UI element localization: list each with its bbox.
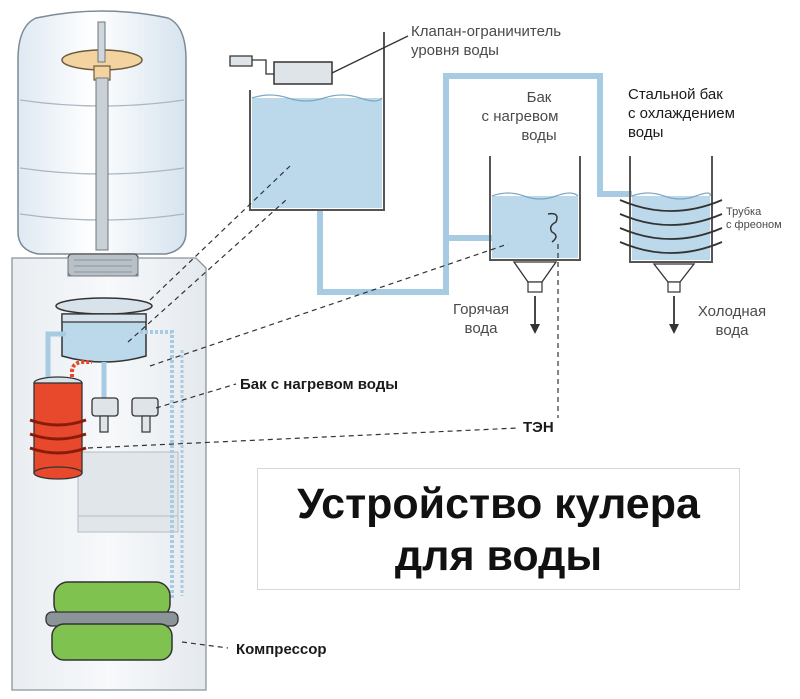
hot-water-label: Горячая вода [436,300,526,338]
connector-lines [87,165,559,649]
title-line-1: Устройство кулера [297,480,700,528]
supply-tank [229,32,385,211]
heater-tank [29,376,87,480]
steel-tank-label: Стальной бак с охлаждением воды [628,85,735,142]
steel-tank-label-line-2: с охлаждением [628,105,735,122]
heating-tank [489,156,581,334]
internal-pipes [45,330,184,600]
steel-tank-label-line-1: Стальной бак [628,86,723,103]
bottle-neck [67,253,139,277]
heat-tank-callout-label: Бак с нагревом воды [240,376,399,393]
cold-water-label: Холодная вода [680,302,784,340]
heat-tank-label-line-1: Бак [526,89,552,106]
compressor-label: Компрессор [236,641,327,658]
hot-water-label-line-2: вода [464,320,498,337]
valve-callout-line [331,35,409,74]
cold-water-label-line-1: Холодная [697,303,767,320]
cooling-tank [619,156,723,334]
cold-water-label-line-2: вода [715,322,749,339]
water-taps [91,397,159,433]
bottle-feed-tube [95,21,109,251]
heat-tank-label: Бак с нагревом воды [455,88,585,145]
compressor-unit [45,581,179,661]
valve-label-line-2: уровня воды [411,42,499,59]
freon-tube-label-line-2: с фреоном [726,219,782,231]
hot-water-label-line-1: Горячая [452,301,510,318]
steel-tank-label-line-3: воды [628,124,664,141]
freon-tube-label: Трубка с фреоном [726,206,782,232]
title-line-2: для воды [394,532,603,580]
freon-tube-label-line-1: Трубка [726,206,762,218]
valve-label: Клапан-ограничитель уровня воды [411,22,561,60]
heat-tank-label-line-3: воды [521,127,557,144]
schematic-pipes [317,73,632,295]
heat-tank-label-line-2: с нагревом [481,108,559,125]
reservoir-tank [55,297,153,363]
heater-label: ТЭН [523,419,554,436]
valve-label-line-1: Клапан-ограничитель [411,23,562,40]
title-box: Устройство кулера для воды [257,468,740,590]
